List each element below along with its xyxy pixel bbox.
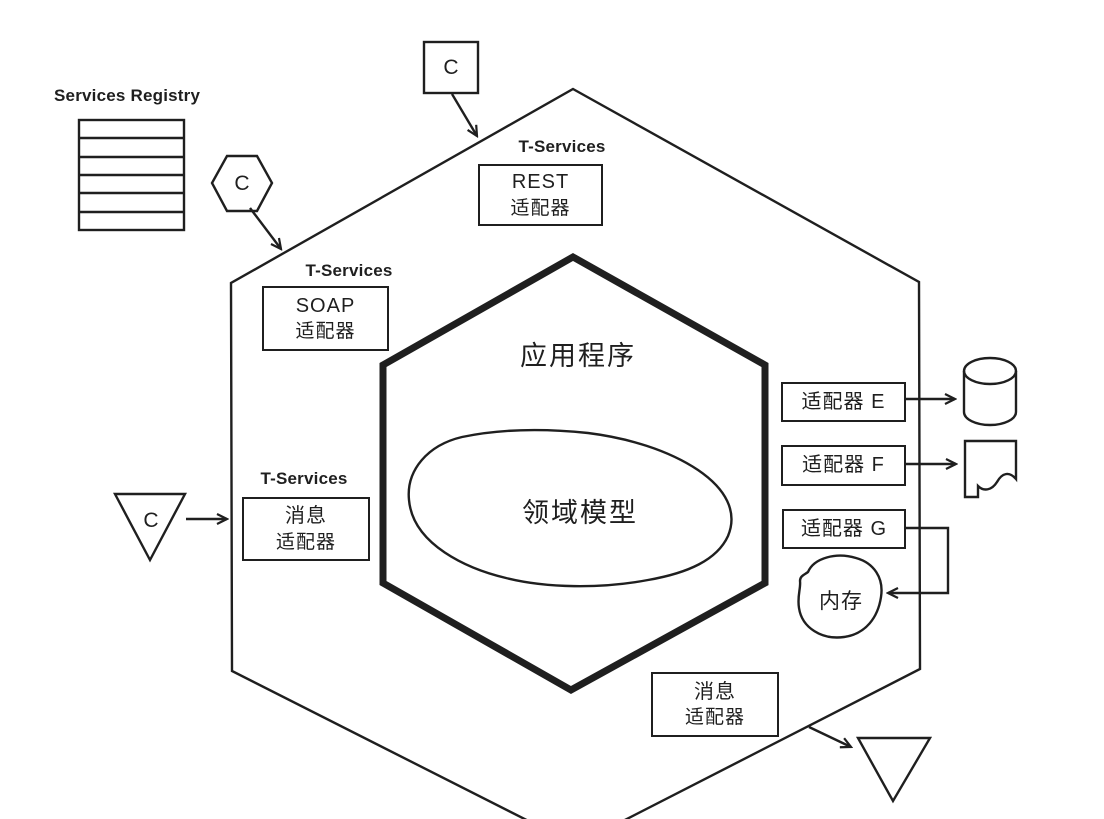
soap-adapter-title: SOAP — [295, 294, 356, 317]
document-icon — [963, 439, 1018, 499]
database-icon — [962, 356, 1018, 427]
client-square-letter: C — [443, 56, 459, 79]
t-services-label-message: T-Services — [260, 469, 348, 488]
adapter-f-label: 适配器 F — [802, 454, 885, 477]
memory-blob — [797, 554, 883, 639]
rest-adapter-box: REST 适配器 — [478, 164, 603, 226]
client-square-icon — [422, 40, 480, 95]
arrow-hexagon-to-output-triangle — [808, 725, 851, 747]
message-adapter-bottom-box: 消息 适配器 — [651, 672, 779, 737]
adapter-g-label: 适配器 G — [800, 517, 888, 540]
output-triangle-icon — [855, 736, 933, 804]
client-hexagon-icon — [210, 154, 274, 213]
application-hexagon — [379, 252, 769, 695]
adapter-f-box: 适配器 F — [781, 445, 906, 486]
services-registry-label: Services Registry — [54, 86, 201, 105]
domain-model-blob — [407, 428, 733, 588]
t-services-label-soap: T-Services — [305, 261, 393, 280]
adapter-g-box: 适配器 G — [782, 509, 906, 549]
adapter-e-box: 适配器 E — [781, 382, 906, 422]
arrow-square-to-hexagon — [450, 93, 477, 136]
services-registry-icon — [77, 118, 186, 232]
application-label: 应用程序 — [520, 341, 636, 371]
domain-model-label: 领域模型 — [522, 498, 638, 528]
soap-adapter-subtitle: 适配器 — [295, 321, 356, 343]
client-hexagon-letter: C — [234, 172, 250, 195]
arrow-hexclient-to-hexagon — [249, 207, 281, 249]
adapter-e-label: 适配器 E — [801, 390, 886, 413]
rest-adapter-title: REST — [511, 171, 570, 194]
client-triangle-icon — [113, 492, 187, 563]
connector-adapter-g-to-memory — [888, 526, 950, 593]
rest-adapter-subtitle: 适配器 — [510, 197, 571, 219]
t-services-label-rest: T-Services — [518, 137, 606, 156]
message-adapter-left-box: 消息 适配器 — [242, 497, 370, 561]
soap-adapter-box: SOAP 适配器 — [262, 286, 389, 351]
message-adapter-left-subtitle: 适配器 — [275, 531, 336, 553]
message-adapter-left-title: 消息 — [285, 505, 327, 528]
message-adapter-bottom-subtitle: 适配器 — [684, 707, 745, 729]
client-triangle-letter: C — [143, 509, 159, 532]
message-adapter-bottom-title: 消息 — [694, 680, 736, 703]
memory-label: 内存 — [819, 590, 863, 613]
outer-hexagon — [229, 87, 922, 819]
